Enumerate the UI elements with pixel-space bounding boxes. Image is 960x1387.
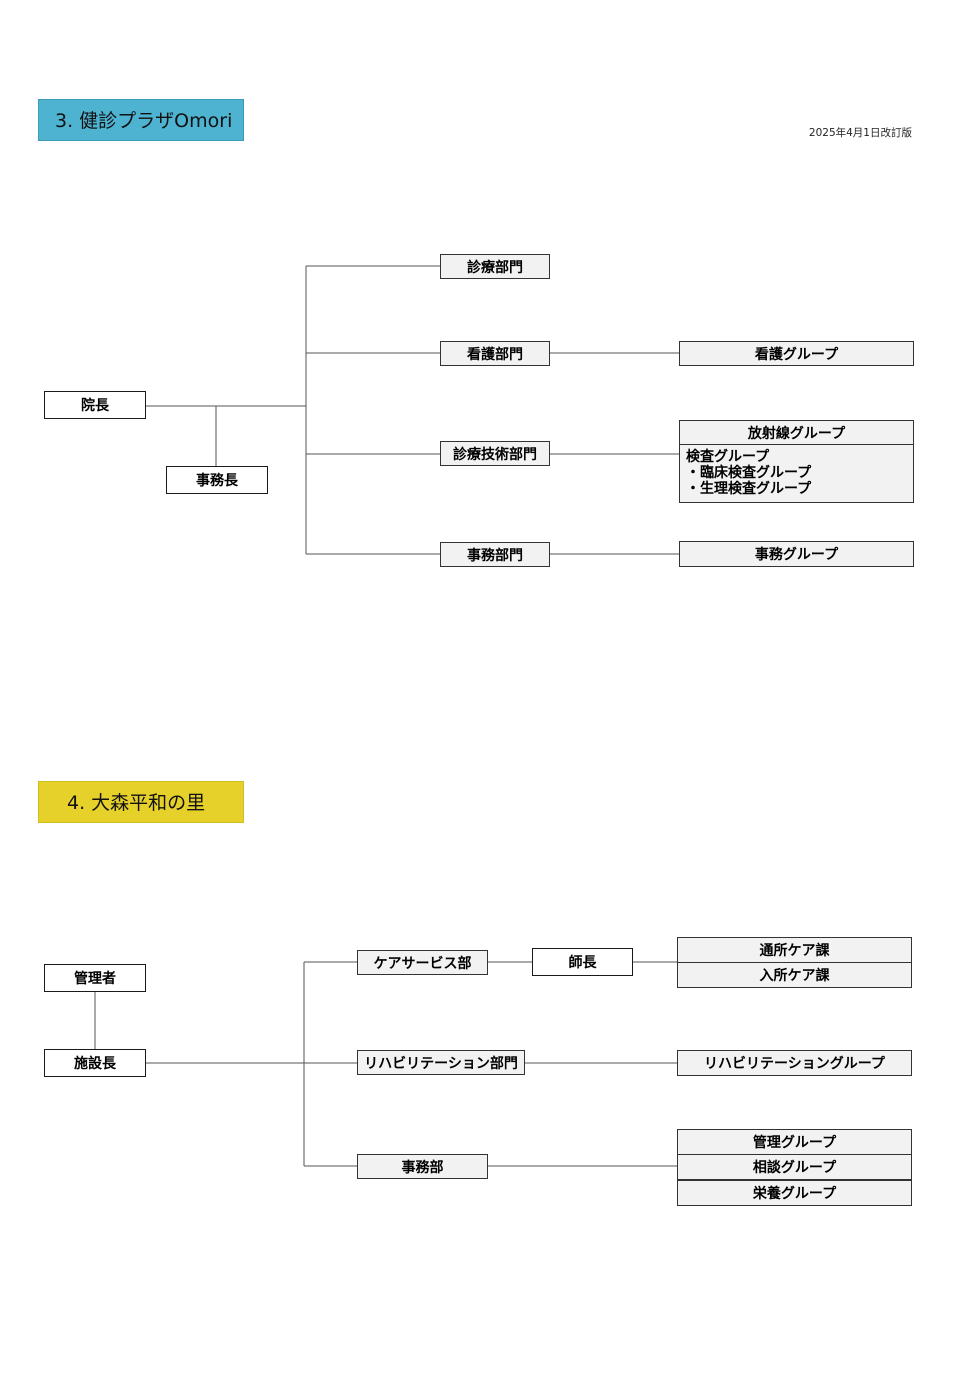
lab-physio: ・生理検査グループ [686, 481, 812, 497]
group-nutrition: 栄養グループ [677, 1180, 912, 1206]
section3-title: 3. 健診プラザOmori [38, 99, 244, 141]
dept-rehab: リハビリテーション部門 [357, 1050, 525, 1075]
admin-head-box: 事務長 [166, 466, 268, 494]
dept-technical: 診療技術部門 [440, 441, 550, 466]
dept-nursing: 看護部門 [440, 341, 550, 366]
lab-clinical: ・臨床検査グループ [686, 465, 812, 481]
group-consultation: 相談グループ [677, 1154, 912, 1180]
dept-care: ケアサービス部 [357, 950, 488, 975]
manager-box: 管理者 [44, 964, 146, 992]
group-radiology: 放射線グループ [679, 420, 914, 445]
group-rehab: リハビリテーショングループ [677, 1050, 912, 1076]
section4-title: 4. 大森平和の里 [38, 781, 244, 823]
director-box: 院長 [44, 391, 146, 419]
dept-office: 事務部門 [440, 542, 550, 567]
group-laboratory: 検査グループ ・臨床検査グループ ・生理検査グループ [679, 444, 914, 503]
facility-head-box: 施設長 [44, 1049, 146, 1077]
lab-title: 検査グループ [686, 449, 770, 465]
group-day-care: 通所ケア課 [677, 937, 912, 963]
group-office: 事務グループ [679, 541, 914, 567]
chief-nurse-box: 師長 [532, 948, 633, 976]
revision-date: 2025年4月1日改訂版 [808, 127, 912, 139]
dept-medical: 診療部門 [440, 254, 550, 279]
dept-office-s4: 事務部 [357, 1154, 488, 1179]
group-residential-care: 入所ケア課 [677, 962, 912, 988]
group-nursing: 看護グループ [679, 341, 914, 366]
group-management: 管理グループ [677, 1129, 912, 1155]
